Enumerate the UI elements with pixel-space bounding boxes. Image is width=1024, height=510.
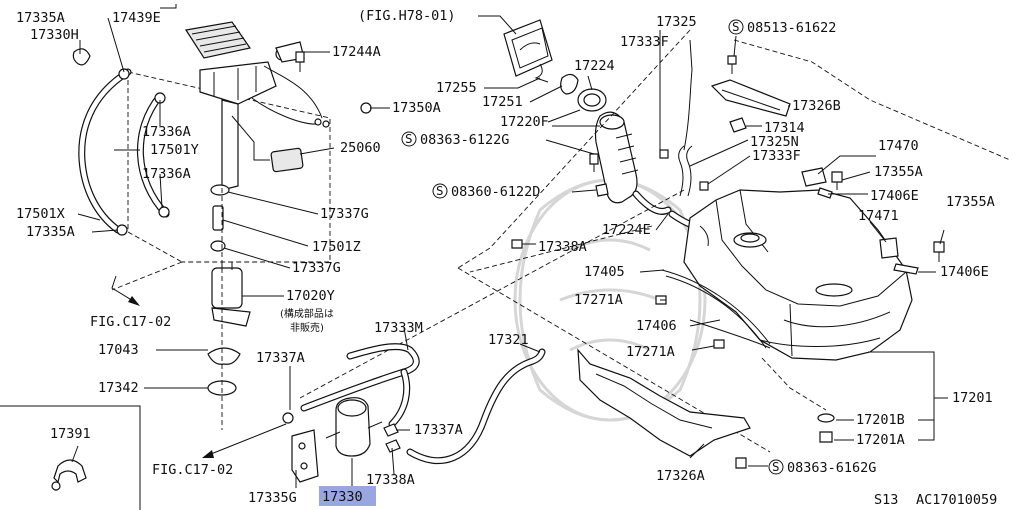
label-17325N: 17325N — [750, 134, 799, 150]
label-17336A-2: 17336A — [142, 166, 191, 182]
label-17471: 17471 — [858, 208, 899, 224]
label-fig-c17-top: FIG.C17-02 — [90, 314, 171, 330]
label-17330H: 17330H — [30, 27, 79, 43]
label-17271A-1: 17271A — [574, 292, 623, 308]
label-08360-6122D: 08360-6122D — [451, 184, 540, 200]
label-17333F-2: 17333F — [752, 148, 801, 164]
center-leader-lines — [478, 15, 751, 245]
right-leader-lines — [639, 35, 948, 467]
label-17501X: 17501X — [16, 206, 65, 222]
label-17326B: 17326B — [792, 98, 841, 114]
screw-mark: S — [405, 131, 413, 146]
label-17350A: 17350A — [392, 100, 441, 116]
label-17251: 17251 — [482, 94, 523, 110]
footer-model: S13 — [874, 492, 898, 508]
canister-group — [282, 343, 546, 483]
label-17342: 17342 — [98, 380, 139, 396]
screw-ref-08513-61622: S 08513-61622 — [728, 19, 836, 36]
header-bracket — [160, 4, 177, 9]
footer-code: AC17010059 — [916, 492, 997, 508]
highlight-17330 — [319, 486, 376, 506]
label-17321: 17321 — [488, 332, 529, 348]
label-17255: 17255 — [436, 80, 477, 96]
label-08363-6162G: 08363-6162G — [787, 460, 876, 476]
label-17326A: 17326A — [656, 468, 705, 484]
label-17201: 17201 — [952, 390, 993, 406]
label-17220F: 17220F — [500, 114, 549, 130]
label-08513-61622: 08513-61622 — [747, 20, 836, 36]
label-17336A-1: 17336A — [142, 124, 191, 140]
label-17406E-1: 17406E — [870, 188, 919, 204]
note-jp-line-2: 非販売) — [290, 321, 324, 334]
label-25060: 25060 — [340, 140, 381, 156]
label-17333F-1: 17333F — [620, 34, 669, 50]
label-17244A: 17244A — [332, 44, 381, 60]
label-17201B: 17201B — [856, 412, 905, 428]
screw-ref-08363-6122G: S 08363-6122G — [401, 131, 509, 148]
bottom-leader-lines — [202, 327, 541, 488]
label-17335G: 17335G — [248, 490, 297, 506]
part-labels: 17335A 17439E 17330H 17244A 17336A 17501… — [16, 8, 997, 508]
label-17501Z: 17501Z — [312, 239, 361, 255]
label-17391: 17391 — [50, 426, 91, 442]
label-17224: 17224 — [574, 58, 615, 74]
note-jp-line-1: (構成部品は — [280, 307, 334, 320]
screw-mark: S — [732, 19, 740, 34]
label-17325: 17325 — [656, 14, 697, 30]
label-08363-6122G: 08363-6122G — [420, 132, 509, 148]
label-17020Y: 17020Y — [286, 288, 335, 304]
label-17224E: 17224E — [602, 222, 651, 238]
screw-mark: S — [772, 459, 780, 474]
label-17201A: 17201A — [856, 432, 905, 448]
label-17405: 17405 — [584, 264, 625, 280]
fuel-tank-group — [299, 29, 1011, 469]
label-17406: 17406 — [636, 318, 677, 334]
label-17338A-1: 17338A — [538, 239, 587, 255]
label-17337A-2: 17337A — [414, 422, 463, 438]
filler-neck-group — [503, 19, 724, 249]
label-17043: 17043 — [98, 342, 139, 358]
label-17501Y: 17501Y — [150, 142, 199, 158]
label-17337G-1: 17337G — [320, 206, 369, 222]
label-fig-h78: (FIG.H78-01) — [358, 8, 456, 24]
screw-ref-08363-6162G: S 08363-6162G — [768, 459, 876, 476]
label-17470: 17470 — [878, 138, 919, 154]
label-17355A-2: 17355A — [946, 194, 995, 210]
label-17330: 17330 — [322, 489, 363, 505]
screw-mark: S — [436, 183, 444, 198]
screw-ref-08360-6122D: S 08360-6122D — [432, 183, 540, 200]
label-17355A-1: 17355A — [874, 164, 923, 180]
label-17333M: 17333M — [374, 320, 423, 336]
label-17338A-2: 17338A — [366, 472, 415, 488]
label-17314: 17314 — [764, 120, 805, 136]
label-17335A-top: 17335A — [16, 10, 65, 26]
label-17406E-2: 17406E — [940, 264, 989, 280]
label-17337A-1: 17337A — [256, 350, 305, 366]
label-17439E: 17439E — [112, 10, 161, 26]
inset-17391 — [0, 405, 141, 510]
label-17335A-bot: 17335A — [26, 224, 75, 240]
left-leader-lines — [77, 17, 390, 389]
label-17337G-2: 17337G — [292, 260, 341, 276]
pump-sender-group — [72, 21, 372, 430]
label-17271A-2: 17271A — [626, 344, 675, 360]
label-fig-c17-bot: FIG.C17-02 — [152, 462, 233, 478]
